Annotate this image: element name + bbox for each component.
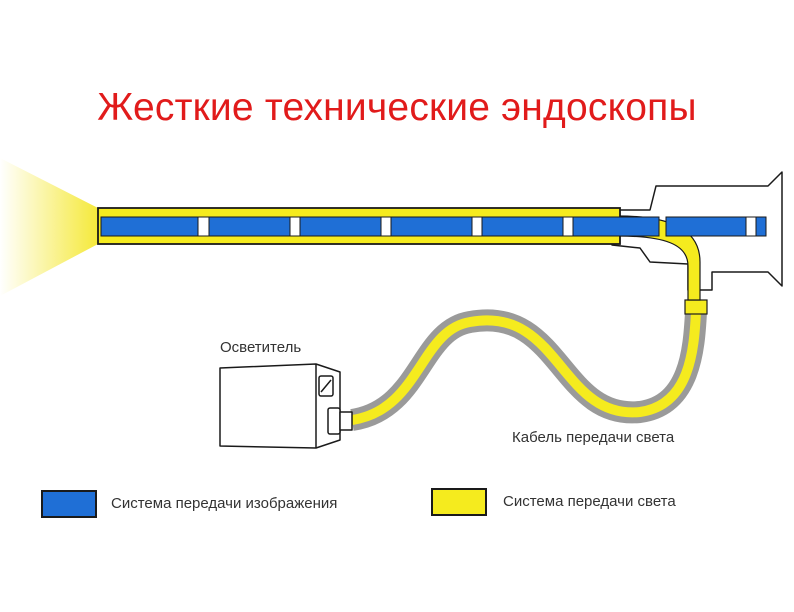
lens-segments xyxy=(100,216,767,237)
lens-segment xyxy=(481,216,564,237)
lens-segment xyxy=(299,216,382,237)
lens-gap xyxy=(471,216,483,237)
light-cable-core xyxy=(351,311,701,425)
legend-label-image-system: Система передачи изображения xyxy=(111,495,338,512)
lens-segment xyxy=(572,216,660,237)
illuminator-label: Осветитель xyxy=(220,339,302,356)
lens-gap xyxy=(745,216,757,237)
lens-gap xyxy=(380,216,392,237)
legend-swatch-light-system xyxy=(431,488,487,516)
light-cable-label: Кабель передачи света xyxy=(512,429,675,446)
lens-gap xyxy=(562,216,574,237)
lens-segment xyxy=(665,216,747,237)
lens-gap xyxy=(289,216,301,237)
illuminator-box xyxy=(219,363,353,449)
cable-port xyxy=(327,407,341,435)
page-title: Жесткие технические эндоскопы xyxy=(97,86,697,129)
legend-swatch-image-system xyxy=(41,490,97,518)
handle-light-guide xyxy=(617,215,701,301)
cable-handle-connector xyxy=(684,299,708,315)
light-beam xyxy=(0,158,98,296)
legend-label-light-system: Система передачи света xyxy=(503,493,676,510)
lens-segment xyxy=(100,216,199,237)
lens-gap xyxy=(197,216,210,237)
lens-segment xyxy=(208,216,291,237)
lens-segment xyxy=(755,216,767,237)
cable-plug xyxy=(339,411,353,431)
lens-segment xyxy=(390,216,473,237)
